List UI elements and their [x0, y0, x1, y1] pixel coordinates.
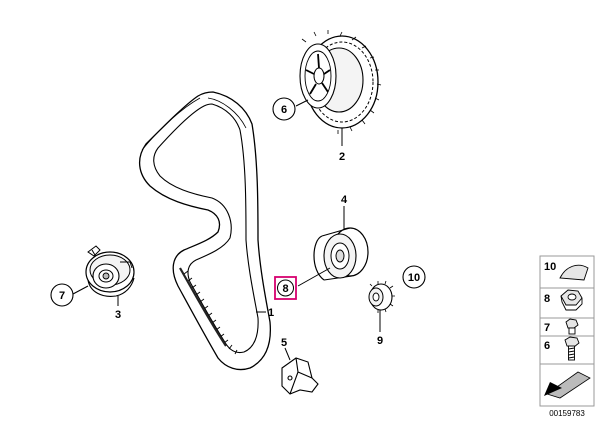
nut-icon — [560, 289, 583, 311]
side-panel-row-7[interactable]: 7 — [544, 318, 579, 335]
callout-7[interactable]: 7 — [50, 283, 74, 307]
callout-6-label: 6 — [281, 104, 287, 116]
belt-guide-bracket[interactable] — [281, 357, 319, 395]
callout-8-highlighted[interactable]: 8 — [274, 276, 297, 300]
callout-6[interactable]: 6 — [272, 97, 296, 121]
diagram-number: 00159783 — [549, 409, 585, 418]
side-panel-row-8[interactable]: 8 — [544, 289, 583, 311]
camshaft-sprocket[interactable] — [299, 30, 382, 134]
callout-2[interactable]: 2 — [339, 151, 345, 163]
callout-9[interactable]: 9 — [377, 335, 383, 347]
side-panel-row-10[interactable]: 10 — [544, 261, 589, 281]
side-panel-row-6[interactable]: 6 — [544, 336, 580, 361]
callout-3[interactable]: 3 — [115, 309, 121, 321]
callout-8-label: 8 — [282, 283, 288, 295]
callout-10[interactable]: 10 — [402, 265, 426, 289]
timing-belt[interactable] — [139, 91, 272, 371]
leader-lines — [72, 99, 381, 361]
side-panel-label-7: 7 — [544, 322, 550, 334]
callout-5[interactable]: 5 — [281, 337, 287, 349]
side-panel-label-10: 10 — [544, 261, 556, 273]
callout-10-label: 10 — [408, 272, 420, 284]
callout-1[interactable]: 1 — [268, 307, 274, 319]
side-panel: 10 8 7 6 — [539, 255, 595, 407]
callout-4[interactable]: 4 — [341, 194, 348, 206]
belt-tensioner[interactable] — [85, 245, 135, 297]
direction-arrow-icon — [544, 371, 591, 399]
crankshaft-sprocket[interactable] — [368, 280, 395, 313]
plug-icon — [559, 264, 589, 281]
callout-7-label: 7 — [59, 290, 65, 302]
side-panel-label-8: 8 — [544, 293, 550, 305]
bolt-icon — [565, 318, 579, 335]
side-panel-label-6: 6 — [544, 340, 550, 352]
screw-icon — [564, 336, 580, 361]
idler-pulley[interactable] — [313, 227, 369, 281]
